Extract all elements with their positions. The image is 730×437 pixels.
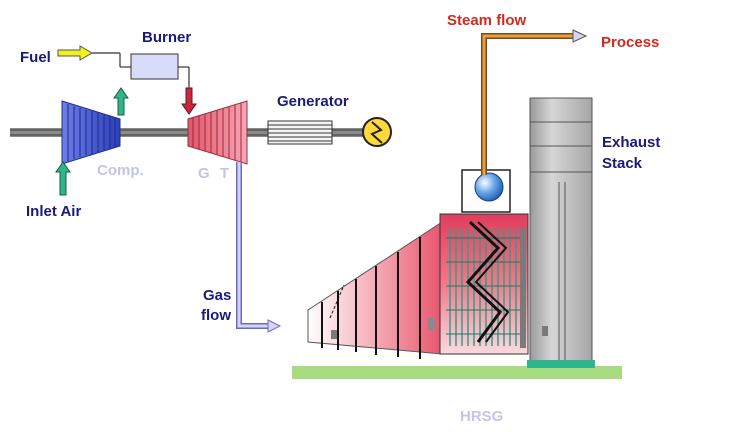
inlet-air-arrow [55,161,71,196]
steam-flow-pipe [481,29,588,175]
steam-drum [461,169,511,213]
steam-flow-label: Steam flow [447,12,527,29]
hrsg-section [439,213,529,355]
burner [130,53,179,80]
generator-label: Generator [277,93,349,110]
gas-turbine [187,100,248,165]
exhaust-stack [527,97,595,368]
exhaust-stack-label-line1: Exhaust [602,134,660,151]
fuel-label: Fuel [20,49,51,66]
generator [267,120,333,145]
hrsg-label: HRSG [460,408,503,425]
inlet-air-label: Inlet Air [26,203,81,220]
burner-label: Burner [142,29,191,46]
lightning-icon [362,117,392,147]
fuel-line [92,52,190,88]
process-label: Process [601,34,659,51]
hrsg-duct [307,221,443,359]
ground [292,366,622,379]
air-to-burner-arrow [113,87,129,116]
hot-gas-arrow [181,87,197,115]
gas-flow-label-line1: Gas [203,287,231,304]
gas-flow-label-line2: flow [201,307,231,324]
fuel-arrow [57,45,93,61]
compressor [61,100,121,165]
exhaust-stack-label-line2: Stack [602,155,643,172]
compressor-label: Comp. [97,162,144,179]
gas-flow-duct [236,162,282,333]
gas-turbine-label: G T [198,165,232,182]
